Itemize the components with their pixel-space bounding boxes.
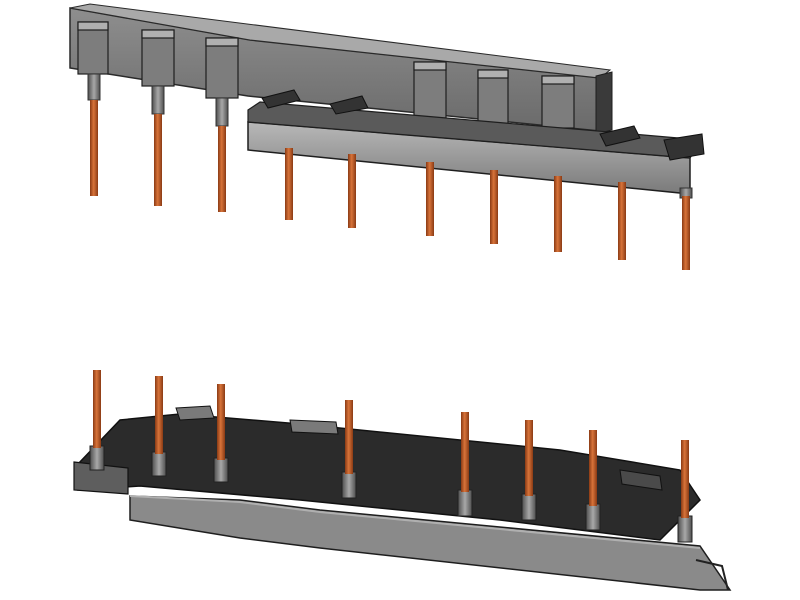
lower-plate-edge-bottom (695, 559, 729, 591)
lower-raised-pads (175, 405, 663, 491)
lower-link-module (73, 370, 732, 591)
upper-front-tabs (261, 89, 705, 161)
upper-rear-end-block (595, 71, 613, 135)
upper-rear-pins (87, 73, 229, 212)
lower-base-plate (129, 495, 732, 591)
lower-plate-edge (129, 495, 701, 549)
lower-pins (89, 370, 693, 543)
upper-link-module (69, 3, 705, 270)
upper-front-pins (285, 148, 693, 270)
lower-left-block (73, 461, 129, 495)
upper-rear-teeth (77, 21, 575, 129)
